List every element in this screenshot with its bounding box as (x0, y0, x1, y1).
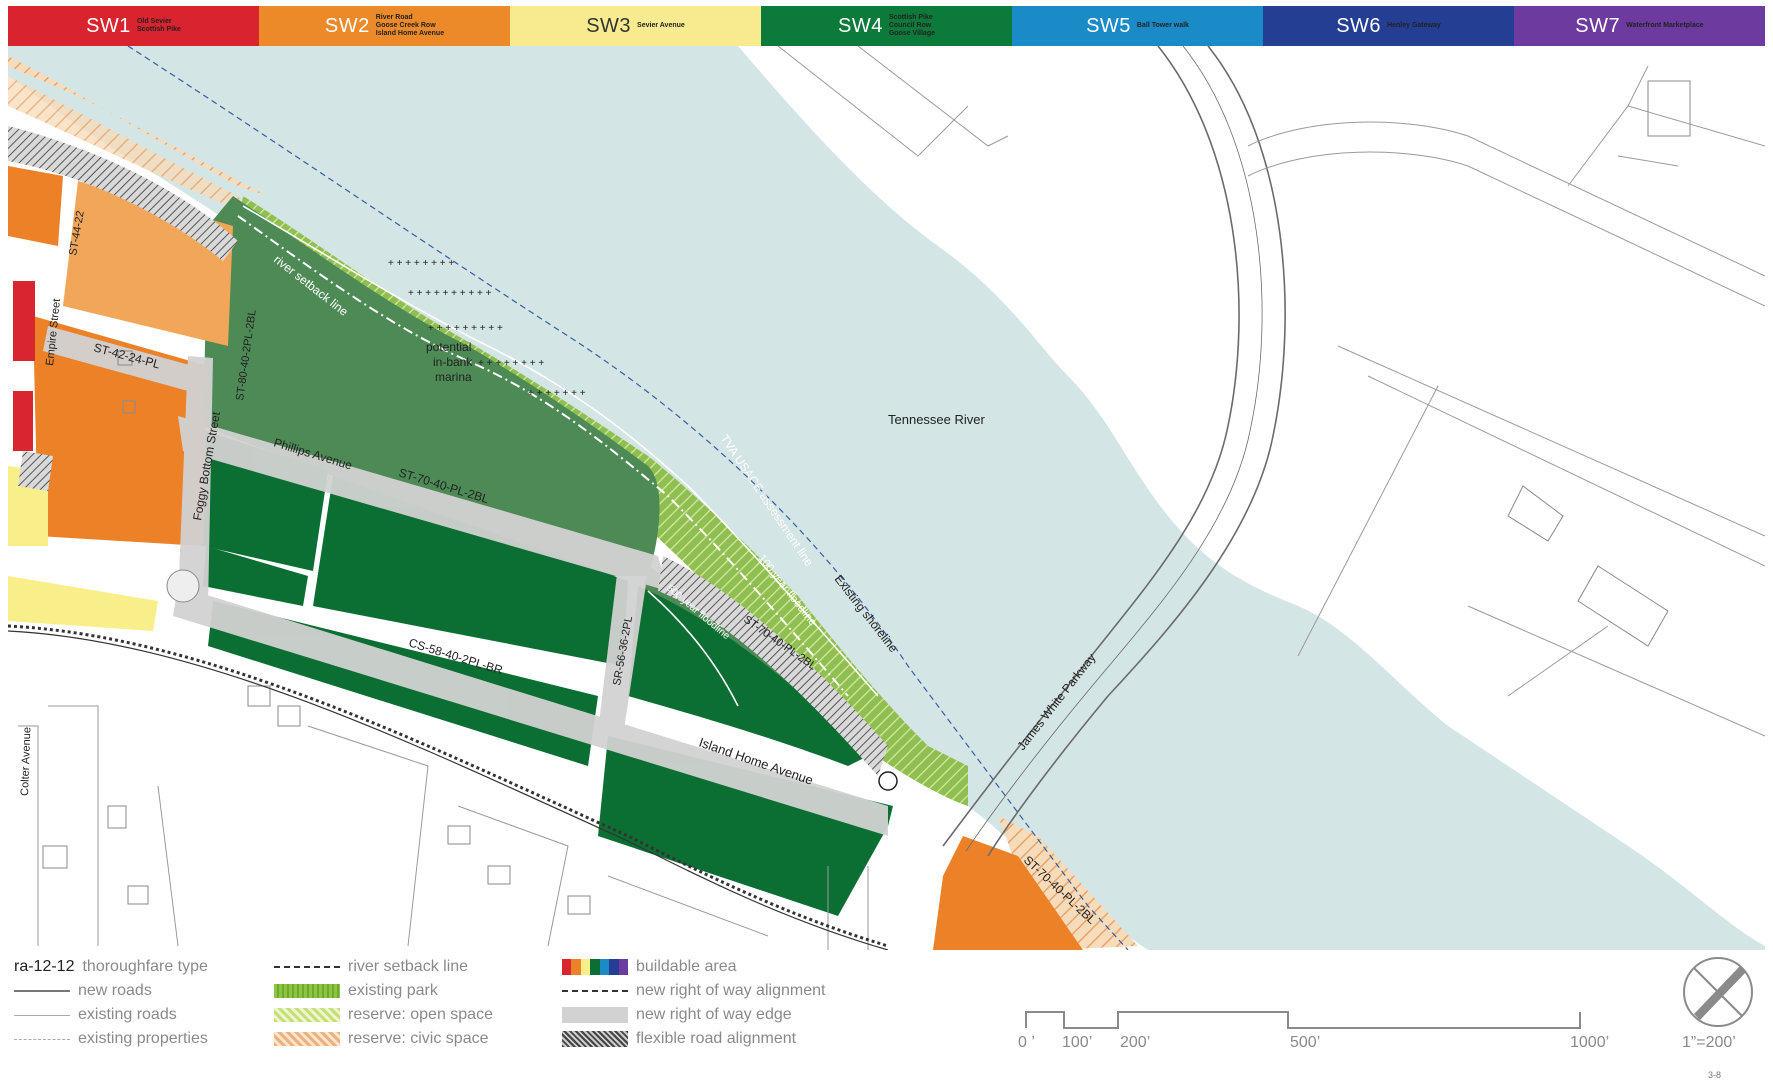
district-name: River Road (375, 14, 413, 21)
district-names: Henley Gateway (1387, 22, 1441, 30)
svg-text:+ + + + + + +: + + + + + + + (528, 388, 586, 399)
district-name: Henley Gateway (1387, 22, 1441, 29)
district-code: SW4 (837, 14, 883, 37)
legend-line-existing-properties (14, 1038, 70, 1040)
legend-row-alignment: new right of way alignment (636, 982, 826, 999)
district-name: Council Row (888, 22, 932, 29)
scale-bar (1025, 1011, 1581, 1029)
scale-tick-1000: 1000’ (1570, 1034, 1610, 1051)
district-sw7: SW7 Waterfront Marketplace (1514, 6, 1765, 46)
district-names: Sevier Avenue (637, 22, 685, 30)
existing-property-lines (18, 46, 1765, 950)
district-name: Ball Tower walk (1136, 22, 1189, 29)
district-names: Waterfront Marketplace (1626, 22, 1704, 30)
buildable-blocks-red (13, 281, 35, 451)
floodline-100 (242, 205, 879, 697)
district-name: Goose Creek Row (375, 22, 436, 29)
marina-markers: + + + + + + + + + + + + + + + + + + + + … (388, 258, 586, 399)
tennessee-river (8, 46, 1765, 950)
district-code: SW3 (586, 14, 632, 37)
district-name: Old Sevier (136, 18, 172, 25)
page-number: 3-8 (1708, 1070, 1722, 1080)
svg-text:+ + + + + + + + +: + + + + + + + + + (428, 323, 503, 334)
north-arrow-icon (1683, 957, 1753, 1027)
district-sw6: SW6 Henley Gateway (1263, 6, 1514, 46)
district-name: Island Home Avenue (375, 30, 445, 37)
legend-setback: river setback line (348, 958, 469, 975)
legend-flexible: flexible road alignment (636, 1030, 797, 1047)
district-sw5: SW5 Ball Tower walk (1012, 6, 1263, 46)
legend-existing-properties: existing properties (78, 1030, 208, 1047)
district-names: Ball Tower walk (1137, 22, 1189, 30)
river-setback-line (237, 215, 849, 697)
legend-existing-roads: existing roads (78, 1006, 177, 1023)
svg-text:+ + + + + + + +: + + + + + + + + (478, 358, 544, 369)
legend-swatch-row-edge (562, 1007, 628, 1023)
legend-line-setback (274, 966, 340, 968)
legend-swatch-park (274, 984, 340, 998)
legend-thoroughfare: thoroughfare type (82, 958, 208, 975)
legend-line-row-alignment (562, 990, 628, 992)
legend-line-new-roads (14, 990, 70, 992)
tva-assessment-line (127, 46, 1129, 950)
scale-tick-200: 200’ (1120, 1034, 1151, 1051)
label-tennessee-river: Tennessee River (888, 412, 985, 427)
legend-buildable: buildable area (636, 958, 737, 975)
floodline-500 (647, 590, 739, 707)
legend-swatch-buildable (562, 959, 628, 975)
legend-swatch-flexible (562, 1031, 628, 1047)
legend-civic-space: reserve: civic space (348, 1030, 489, 1047)
svg-text:+ + + + + + + +: + + + + + + + + (388, 258, 454, 269)
label-colter: Colter Avenue (19, 727, 33, 796)
legend-row-edge: new right of way edge (636, 1006, 792, 1023)
scale-tick-100: 100’ (1062, 1034, 1093, 1051)
label-marina-2: in-bank (433, 355, 473, 369)
existing-park-north (203, 196, 660, 576)
district-sw3: SW3 Sevier Avenue (510, 6, 761, 46)
district-code: SW6 (1336, 14, 1382, 37)
svg-text:+ + + + + + + + + +: + + + + + + + + + + (408, 288, 492, 299)
district-name: Scottish Pike (136, 26, 181, 33)
scale-tick-500: 500’ (1290, 1034, 1321, 1051)
scale-tick-0: 0 ’ (1018, 1034, 1035, 1051)
label-marina-1: potential (426, 340, 471, 354)
roundabout-east (878, 771, 898, 791)
civic-reserve-nw (8, 76, 253, 216)
map: + + + + + + + + + + + + + + + + + + + + … (8, 46, 1765, 950)
civic-reserve-se (998, 816, 1138, 950)
roundabout-west (166, 569, 200, 603)
railroad (8, 624, 889, 948)
district-name: Waterfront Marketplace (1626, 22, 1704, 29)
district-code: SW7 (1575, 14, 1621, 37)
new-right-of-way (43, 326, 888, 836)
district-code: SW1 (86, 14, 131, 37)
legend-park: existing park (348, 982, 438, 999)
legend-title: ra-12-12 (14, 958, 75, 975)
legend-swatch-civic-space (274, 1032, 340, 1046)
label-marina-3: marina (435, 370, 472, 384)
james-white-parkway (942, 46, 1286, 857)
legend-new-roads: new roads (78, 982, 152, 999)
flexible-road-alignment (8, 126, 888, 776)
legend-swatch-open-space (274, 1008, 340, 1022)
district-code: SW2 (324, 14, 370, 37)
district-name: Sevier Avenue (637, 22, 685, 29)
civic-reserve-north (8, 56, 268, 196)
existing-buildings (42, 80, 1691, 915)
legend-open-space: reserve: open space (348, 1006, 493, 1023)
district-name: Scottish Pike (888, 14, 933, 21)
district-code: SW5 (1086, 14, 1131, 37)
scale-ratio: 1”=200’ (1682, 1034, 1736, 1051)
legend: ra-12-12 thoroughfare type new roads exis… (14, 958, 1764, 1078)
legend-line-existing-roads (14, 1014, 70, 1016)
district-name: Goose Village (888, 30, 935, 37)
